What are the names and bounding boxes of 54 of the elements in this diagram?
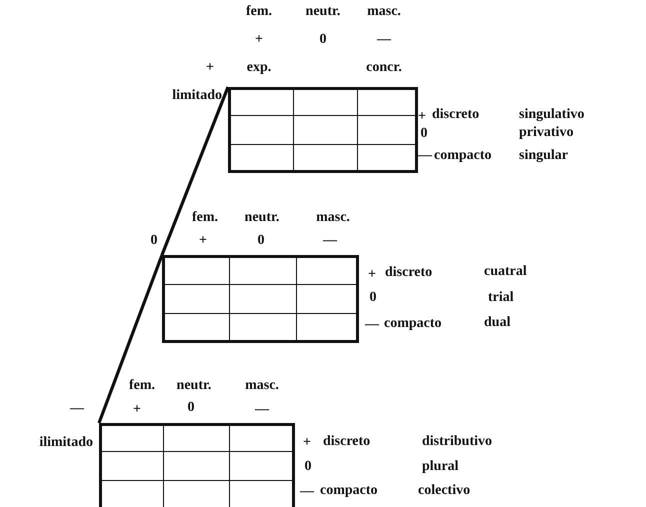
value-sign: — [377,33,391,47]
value-sign: 0 [320,33,326,47]
value-sign: 0 [370,291,376,305]
value-sign: — [255,403,269,417]
feature-label: masc. [316,211,350,225]
value-sign: 0 [258,234,264,248]
feature-label: fem. [128,379,156,393]
feature-label: compacto [320,484,378,498]
feature-label: privativo [519,126,574,140]
value-sign: + [199,234,207,248]
feature-label: neutr. [306,5,340,19]
grid-table [99,423,295,507]
value-sign: + [255,33,263,47]
feature-label: discreto [385,266,432,280]
feature-label: exp. [246,61,272,75]
feature-label: fem. [246,5,272,19]
value-sign: — [418,149,432,163]
feature-label: discreto [323,435,370,449]
feature-label: concr. [366,61,402,75]
connector-line [160,86,230,256]
value-sign: 0 [150,234,158,248]
grid-table [228,87,418,173]
feature-label: plural [422,460,459,474]
value-sign: + [418,110,426,124]
feature-label: dual [484,316,510,330]
feature-label: neutr. [244,211,280,225]
feature-label: masc. [367,5,401,19]
feature-label: trial [488,291,514,305]
feature-label: limitado [172,89,222,103]
value-sign: — [365,318,379,332]
feature-label: colectivo [418,484,470,498]
value-sign: — [70,402,84,416]
value-sign: 0 [420,127,428,141]
feature-label: distributivo [422,435,492,449]
feature-label: neutr. [176,379,212,393]
feature-label: discreto [432,108,480,122]
value-sign: + [303,436,311,450]
feature-label: compacto [384,317,442,331]
feature-label: masc. [245,379,279,393]
value-sign: — [300,485,314,499]
feature-label: singulativo [519,108,584,122]
feature-label: fem. [192,211,218,225]
feature-label: singular [519,149,568,163]
connector-line [98,254,164,424]
value-sign: 0 [188,401,194,415]
value-sign: + [368,268,376,282]
feature-label: cuatral [484,265,527,279]
value-sign: 0 [304,460,312,474]
value-sign: + [206,61,214,75]
feature-label: compacto [434,149,492,163]
value-sign: — [323,234,337,248]
feature-label: ilimitado [39,436,93,450]
value-sign: + [133,403,141,417]
grid-table [162,255,359,343]
